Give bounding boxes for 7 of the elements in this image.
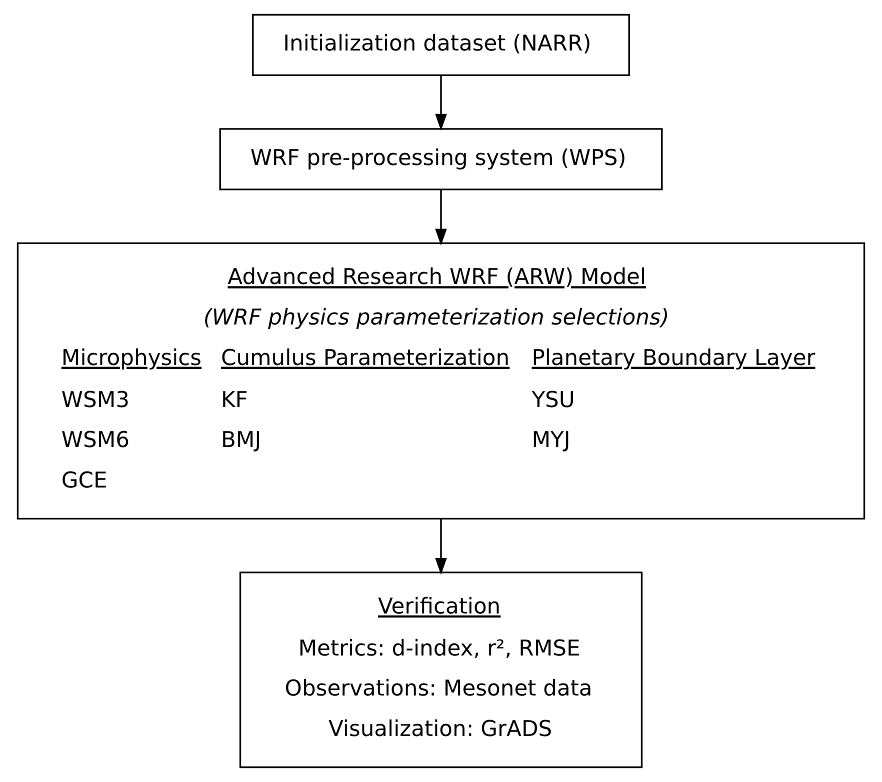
node-box: Verification Metrics: d-index, r², RMSE Observations: Mesonet data Visualization: GrADS bbox=[239, 572, 643, 768]
node-box: WRF pre-processing system (WPS) bbox=[219, 128, 663, 190]
arrow bbox=[435, 518, 447, 575]
node-box: Initialization dataset (NARR) bbox=[252, 14, 630, 76]
arrow bbox=[435, 76, 447, 131]
arrow bbox=[435, 190, 447, 246]
node-box: Advanced Research WRF (ARW) Model (WRF physics parameterization selections) Microphysics Cumulus Parameterization Planetary Boundary Layer WSM3 KF YSU WSM6 BMJ MYJ GCE bbox=[16, 242, 866, 520]
